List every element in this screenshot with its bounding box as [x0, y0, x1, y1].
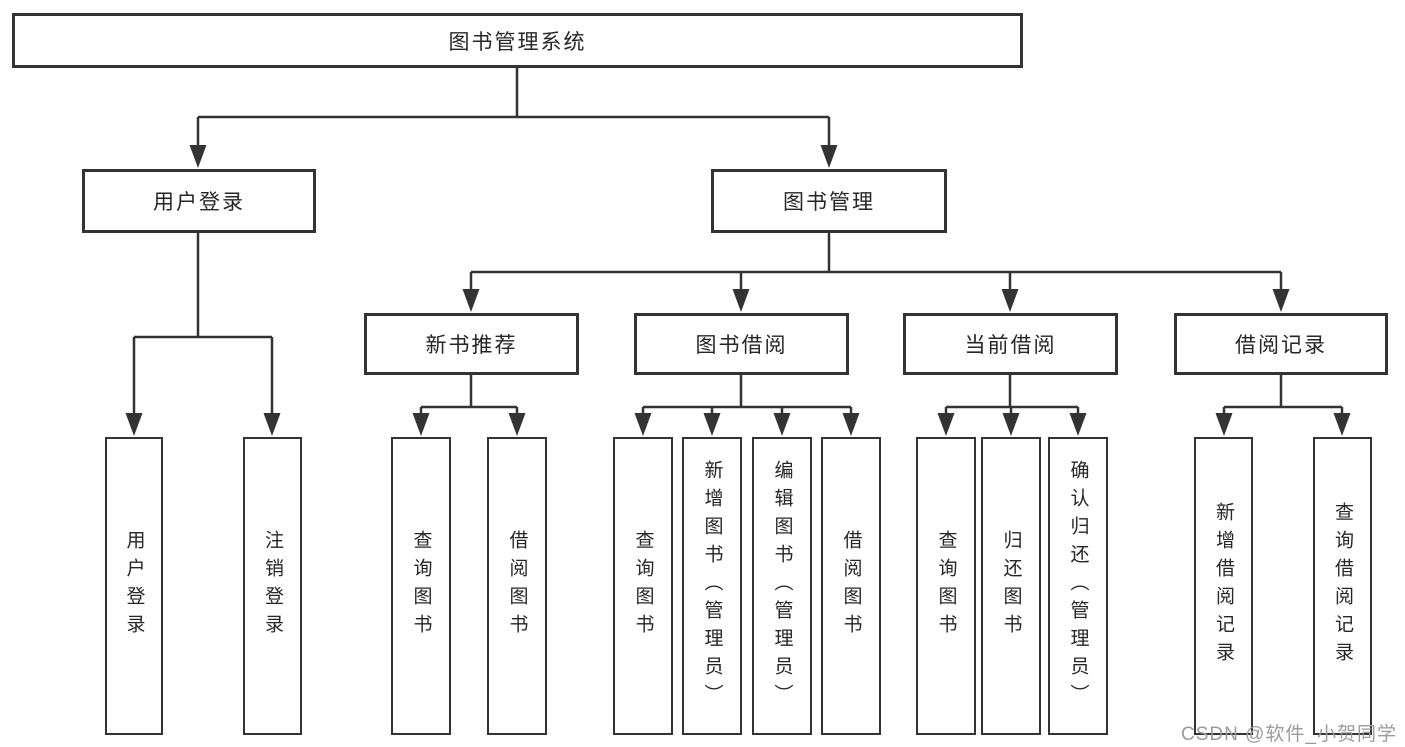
csdn-watermark: CSDN @软件_小贺同学: [1181, 724, 1397, 745]
node-book-borrowing: 图书借阅: [634, 313, 849, 375]
arrowhead: [508, 413, 526, 436]
leaf-return-books: 归还图书: [981, 437, 1041, 735]
node-label: 注销登录: [262, 530, 283, 642]
arrowhead: [820, 145, 838, 168]
leaf-add-books-admin: 新增图书（管理员）: [682, 437, 742, 735]
node-label: 查询图书: [935, 530, 957, 642]
node-current-borrowing: 当前借阅: [903, 313, 1118, 375]
arrowhead: [1001, 289, 1019, 312]
arrowhead: [732, 289, 750, 312]
arrowhead: [189, 145, 207, 168]
node-label: 图书管理: [783, 191, 875, 214]
arrowhead: [703, 413, 721, 436]
node-label: 新书推荐: [425, 334, 518, 357]
node-label: 图书借阅: [695, 334, 788, 357]
arrowhead: [1069, 413, 1087, 436]
arrowhead: [1333, 413, 1351, 436]
arrowhead: [634, 413, 652, 436]
node-label: 新增借阅记录: [1213, 502, 1234, 670]
node-label: 归还图书: [1000, 530, 1022, 642]
arrowhead: [462, 289, 480, 312]
node-book-management-module: 图书管理: [711, 169, 947, 233]
leaf-borrow-books-borrowing: 借阅图书: [821, 437, 881, 735]
node-user-login-module: 用户登录: [82, 169, 316, 233]
node-label: 编辑图书（管理员）: [771, 460, 793, 712]
leaf-query-borrow-record: 查询借阅记录: [1313, 437, 1372, 735]
arrowhead: [1002, 413, 1020, 436]
node-label: 新增图书（管理员）: [701, 460, 723, 712]
arrowhead: [842, 413, 860, 436]
arrowhead: [263, 413, 281, 436]
leaf-query-books-borrowing: 查询图书: [613, 437, 673, 735]
leaf-logout: 注销登录: [243, 437, 302, 735]
node-new-book-recommendation: 新书推荐: [364, 313, 579, 375]
node-label: 借阅图书: [840, 530, 862, 642]
node-label: 查询图书: [632, 530, 654, 642]
arrowhead: [773, 413, 791, 436]
node-label: 用户登录: [123, 530, 145, 642]
node-label: 借阅记录: [1235, 334, 1327, 357]
leaf-query-books-recommend: 查询图书: [391, 437, 451, 735]
arrowhead: [125, 413, 143, 436]
leaf-user-login: 用户登录: [105, 437, 163, 735]
arrowhead: [937, 413, 955, 436]
node-label: 借阅图书: [506, 530, 528, 642]
leaf-borrow-books-recommend: 借阅图书: [487, 437, 547, 735]
node-label: 查询图书: [410, 530, 432, 642]
arrowhead: [1215, 413, 1233, 436]
node-borrowing-records: 借阅记录: [1174, 313, 1388, 375]
node-root-system: 图书管理系统: [12, 13, 1023, 68]
arrowhead: [1272, 289, 1290, 312]
leaf-confirm-return-admin: 确认归还（管理员）: [1048, 437, 1108, 735]
node-label: 当前借阅: [964, 334, 1057, 357]
arrowhead: [412, 413, 430, 436]
node-label: 查询借阅记录: [1332, 502, 1353, 670]
node-label: 用户登录: [153, 191, 245, 214]
leaf-edit-books-admin: 编辑图书（管理员）: [752, 437, 812, 735]
leaf-query-books-current: 查询图书: [916, 437, 976, 735]
leaf-add-borrow-record: 新增借阅记录: [1194, 437, 1253, 735]
node-label: 图书管理系统: [448, 30, 587, 54]
node-label: 确认归还（管理员）: [1067, 460, 1089, 712]
